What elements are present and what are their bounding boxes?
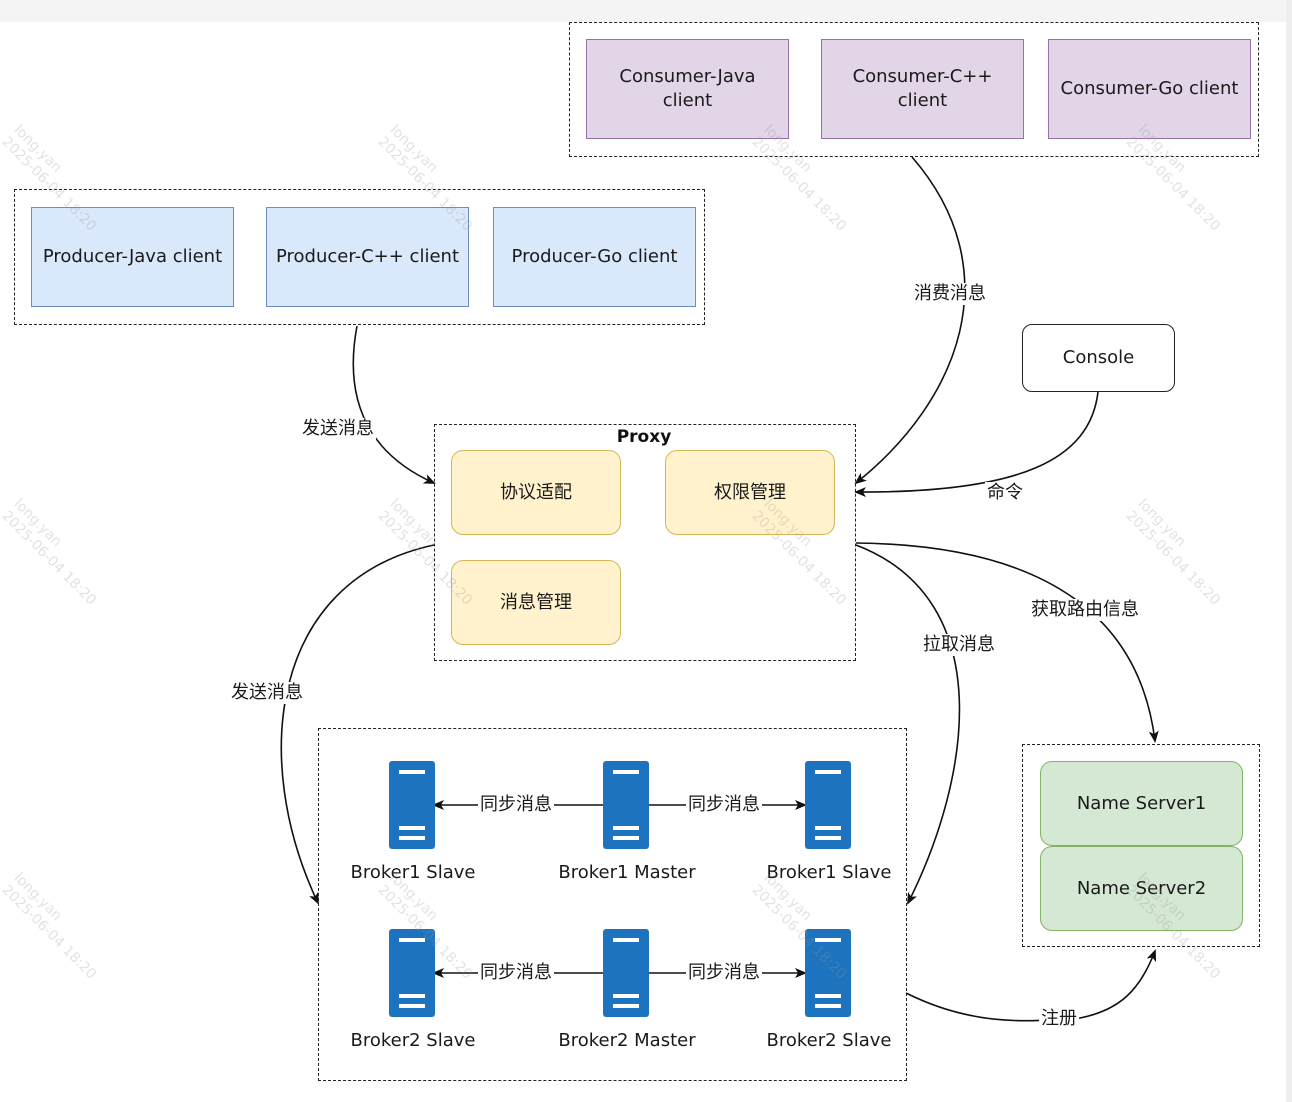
permission-mgmt-node: 权限管理 (665, 450, 835, 535)
consumer-cpp-node: Consumer-C++ client (821, 39, 1024, 139)
edge-label-command: 命令 (985, 482, 1025, 504)
proxy-title: Proxy (616, 427, 672, 447)
broker1-master-label: Broker1 Master (558, 862, 696, 883)
server-icon (389, 761, 435, 849)
broker-group (318, 728, 907, 1081)
proxy-group (434, 424, 856, 661)
edge-label-sync-r2-right: 同步消息 (686, 962, 762, 984)
edge-label-route-info: 获取路由信息 (1029, 599, 1141, 621)
edge-label-sync-r2-left: 同步消息 (478, 962, 554, 984)
broker2-slave-left-label: Broker2 Slave (350, 1030, 476, 1051)
server-icon (603, 761, 649, 849)
right-scrollbar-track (1286, 0, 1292, 1102)
edge-label-consume: 消费消息 (912, 283, 988, 305)
server-icon (603, 929, 649, 1017)
name-server-2-node: Name Server2 (1040, 846, 1243, 931)
edge-label-register: 注册 (1039, 1008, 1079, 1030)
consumer-group (569, 22, 1259, 157)
edge-pull (855, 544, 961, 905)
edge-command (854, 391, 1099, 498)
edge-label-sync-r1-left: 同步消息 (478, 794, 554, 816)
producer-cpp-node: Producer-C++ client (266, 207, 469, 307)
edge-label-pull: 拉取消息 (921, 634, 997, 656)
producer-java-node: Producer-Java client (31, 207, 234, 307)
consumer-java-node: Consumer-Java client (586, 39, 789, 139)
producer-group (14, 189, 705, 325)
broker1-slave-left-label: Broker1 Slave (350, 862, 476, 883)
name-server-1-node: Name Server1 (1040, 761, 1243, 846)
message-mgmt-node: 消息管理 (451, 560, 621, 645)
edge-route-info (855, 542, 1159, 743)
consumer-go-node: Consumer-Go client (1048, 39, 1251, 139)
name-server-group (1022, 744, 1260, 947)
edge-label-sync-r1-right: 同步消息 (686, 794, 762, 816)
edge-consume (854, 156, 966, 485)
broker2-master-label: Broker2 Master (558, 1030, 696, 1051)
edge-label-send-to-broker: 发送消息 (229, 682, 305, 704)
edge-register (905, 949, 1157, 1022)
server-icon (805, 761, 851, 849)
producer-go-node: Producer-Go client (493, 207, 696, 307)
edge-send-to-proxy (352, 325, 436, 484)
server-icon (805, 929, 851, 1017)
broker2-slave-right-label: Broker2 Slave (766, 1030, 892, 1051)
top-bar (0, 0, 1292, 22)
edge-label-send-to-proxy: 发送消息 (300, 418, 376, 440)
console-node: Console (1022, 324, 1175, 392)
broker1-slave-right-label: Broker1 Slave (766, 862, 892, 883)
protocol-adapter-node: 协议适配 (451, 450, 621, 535)
server-icon (389, 929, 435, 1017)
